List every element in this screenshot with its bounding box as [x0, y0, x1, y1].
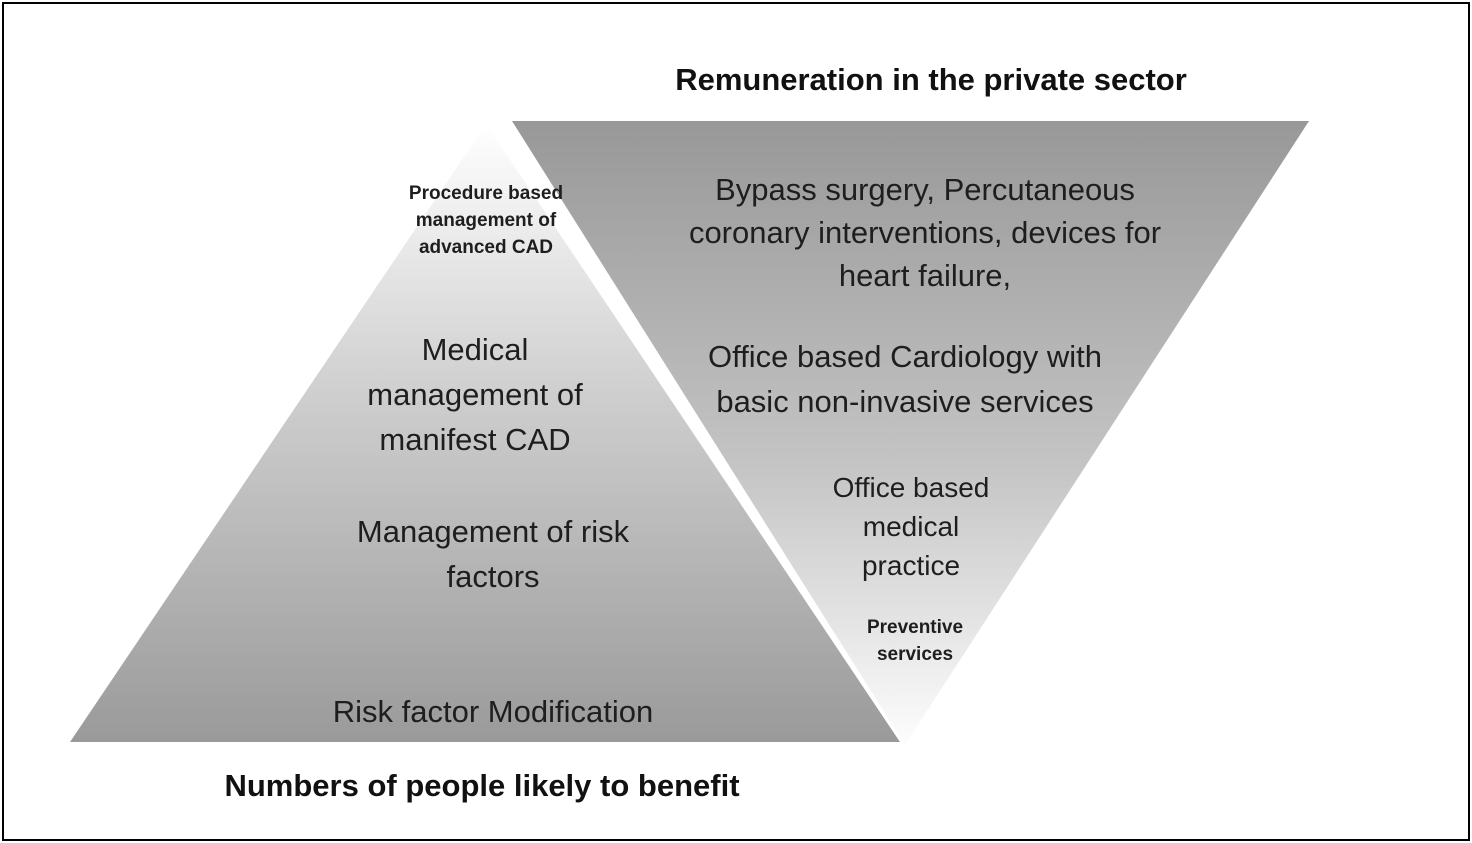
pyramid-level-procedure-based: Procedure based management of advanced C…: [408, 183, 564, 258]
inverted-level-office-medical-practice: Office based medical practice: [832, 472, 990, 581]
remuneration-title: Remuneration in the private sector: [675, 62, 1187, 97]
inverted-level-office-cardiology: Office based Cardiology with basic non-i…: [707, 339, 1103, 419]
benefit-title: Numbers of people likely to benefit: [224, 768, 740, 803]
pyramid-level-risk-factor-management: Management of risk factors: [356, 514, 630, 594]
pyramid-level-risk-factor-modification: Risk factor Modification: [332, 694, 654, 729]
inverted-level-procedures: Bypass surgery, Percutaneous coronary in…: [688, 172, 1162, 293]
pyramid-level-medical-management: Medical management of manifest CAD: [367, 332, 583, 457]
benefit-pyramid: [70, 124, 900, 742]
remuneration-inverted-pyramid: [512, 121, 1309, 745]
inverted-level-preventive-services: Preventive services: [866, 617, 964, 665]
